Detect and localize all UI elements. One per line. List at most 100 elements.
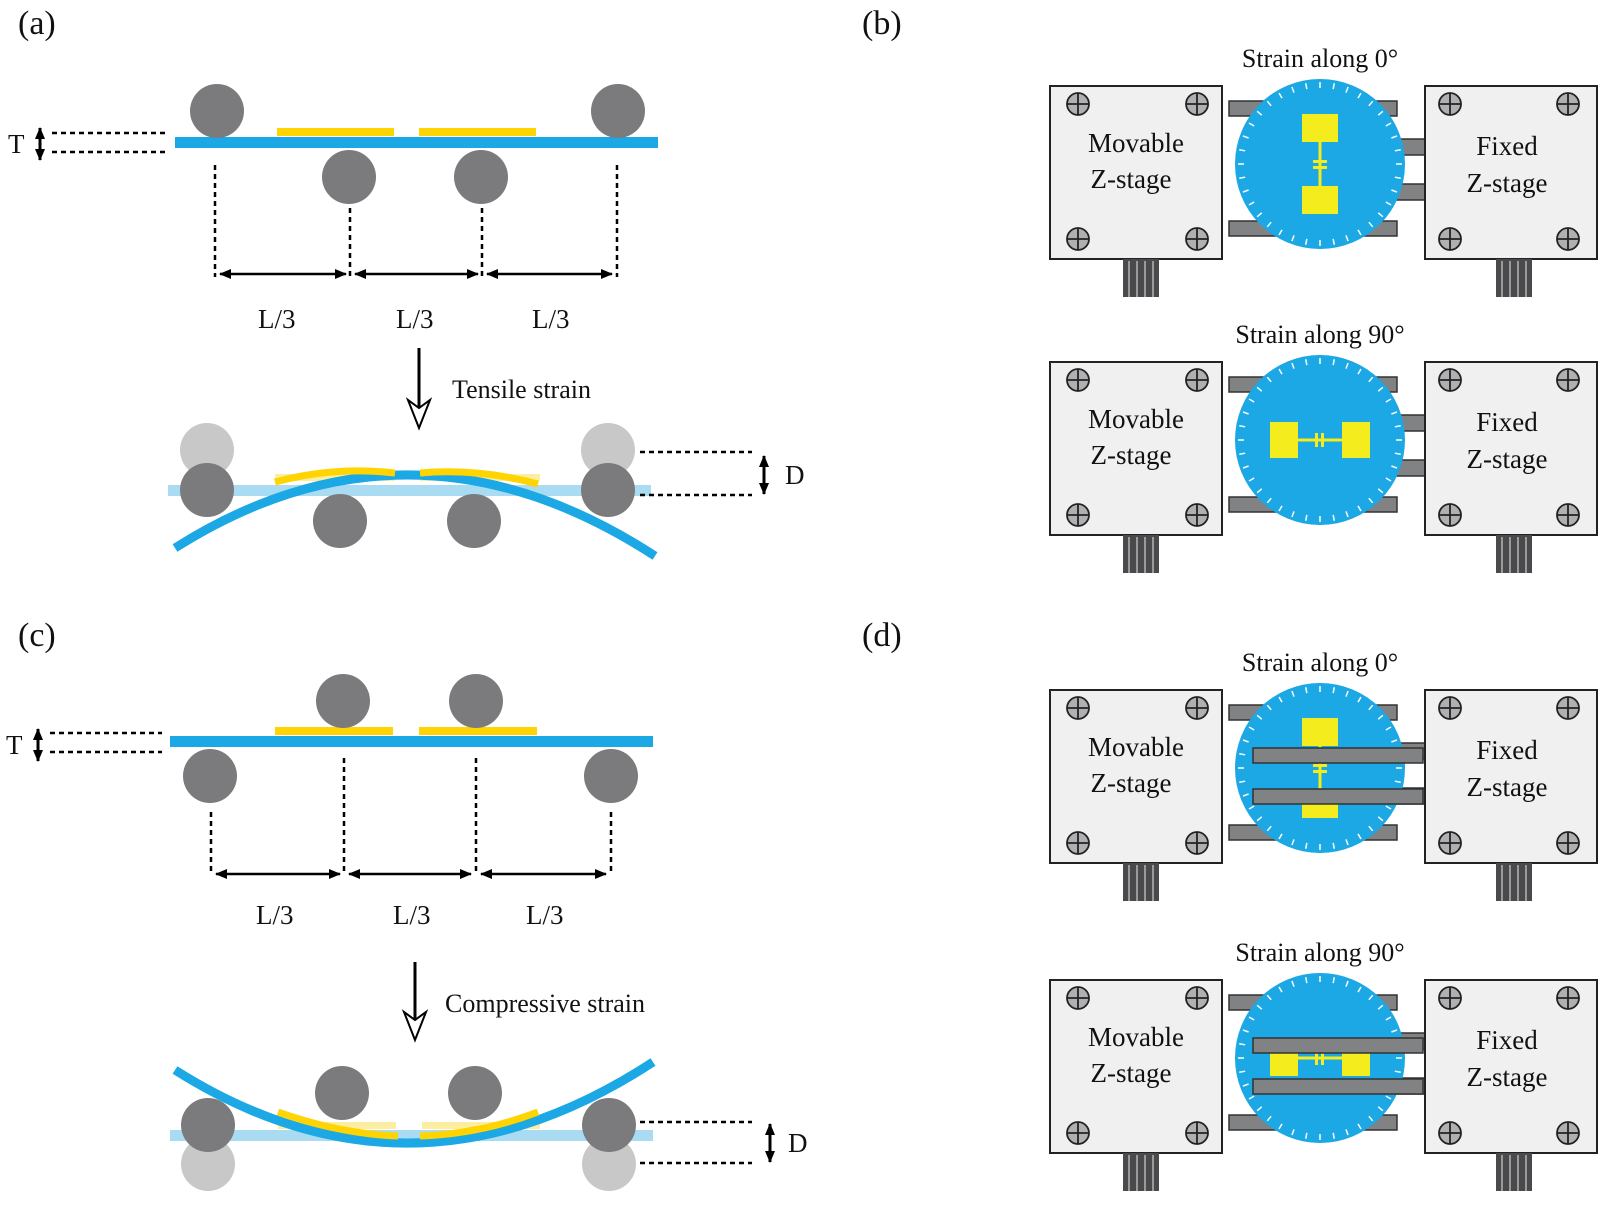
movable-label-line2-b-90deg: Z-stage xyxy=(1091,440,1172,470)
roller-bottom-right-a xyxy=(454,150,508,204)
screw-icon xyxy=(1438,1121,1462,1145)
substrate-c xyxy=(170,736,653,747)
screw-icon xyxy=(1185,696,1209,720)
fixed-label-line2-b-90deg: Z-stage xyxy=(1467,444,1548,474)
roller-top-right-bent-a xyxy=(581,463,635,517)
roller-bottom-left-c xyxy=(183,749,237,803)
movable-label-line1-b-90deg: Movable xyxy=(1088,404,1184,434)
roller-bottom-left-bent-a xyxy=(313,494,367,548)
roller-original-left-a xyxy=(180,423,234,477)
tensile-strain-label: Tensile strain xyxy=(452,375,591,404)
span-label-3-c: L/3 xyxy=(526,900,564,930)
panel-label-c: (c) xyxy=(18,617,56,654)
fixed-label-line2-b-0deg: Z-stage xyxy=(1467,168,1548,198)
film-bent-left-c xyxy=(276,1108,399,1140)
roller-top-left-a xyxy=(190,84,244,138)
movable-label-line1-b-0deg: Movable xyxy=(1088,128,1184,158)
roller-original-left-c xyxy=(181,1137,235,1191)
film-bent-left-a xyxy=(274,467,396,486)
adjust-knob-icon xyxy=(1122,862,1160,902)
substrate-bent-c xyxy=(172,1058,656,1148)
roller-top-right-bent-c xyxy=(448,1066,502,1120)
film-strip-right-a xyxy=(419,128,536,136)
adjust-knob-icon xyxy=(1495,862,1533,902)
screw-icon xyxy=(1066,1121,1090,1145)
clamp-bar-mid-upper-d-90deg xyxy=(1252,1037,1424,1054)
roller-top-left-bent-c xyxy=(315,1066,369,1120)
roller-top-left-bent-a xyxy=(180,463,234,517)
film-strip-right-c xyxy=(419,727,537,735)
roller-bottom-right-c xyxy=(584,749,638,803)
span-label-1-a: L/3 xyxy=(258,304,296,334)
panel-label-a: (a) xyxy=(18,5,56,42)
adjust-knob-icon xyxy=(1495,258,1533,298)
screw-icon xyxy=(1185,1121,1209,1145)
screw-icon xyxy=(1185,92,1209,116)
stage-setups: Strain along 0°MovableZ-stageFixedZ-stag… xyxy=(1049,44,1598,1192)
screw-icon xyxy=(1438,831,1462,855)
adjust-knob-icon xyxy=(1122,1152,1160,1192)
panel-label-b: (b) xyxy=(862,5,902,42)
screw-icon xyxy=(1185,831,1209,855)
roller-original-right-a xyxy=(581,423,635,477)
screw-icon xyxy=(1438,368,1462,392)
substrate-a xyxy=(175,137,658,148)
deflection-label-c: D xyxy=(788,1128,808,1158)
fixed-label-line1-d-90deg: Fixed xyxy=(1476,1025,1538,1055)
screw-icon xyxy=(1066,92,1090,116)
stage-title-d-0deg: Strain along 0° xyxy=(1242,648,1398,677)
roller-bottom-left-a xyxy=(322,150,376,204)
clamp-bar-mid-lower-d-0deg xyxy=(1252,788,1424,805)
roller-original-right-c xyxy=(582,1137,636,1191)
screw-icon xyxy=(1066,831,1090,855)
screw-icon xyxy=(1438,503,1462,527)
roller-bottom-right-bent-c xyxy=(582,1098,636,1152)
screw-icon xyxy=(1438,92,1462,116)
substrate-bent-a xyxy=(172,470,658,560)
film-bent-right-c xyxy=(419,1108,540,1140)
screw-icon xyxy=(1066,696,1090,720)
roller-bottom-left-bent-c xyxy=(181,1098,235,1152)
film-strip-left-c xyxy=(275,727,393,735)
screw-icon xyxy=(1556,368,1580,392)
substrate-original-c xyxy=(170,1130,653,1141)
compressive-strain-label: Compressive strain xyxy=(445,989,645,1018)
screw-icon xyxy=(1556,831,1580,855)
panel-a-transition: Tensile strain xyxy=(405,348,591,431)
movable-label-line1-d-90deg: Movable xyxy=(1088,1022,1184,1052)
thickness-label-a: T xyxy=(8,129,25,159)
fixed-label-line2-d-90deg: Z-stage xyxy=(1467,1062,1548,1092)
span-label-1-c: L/3 xyxy=(256,900,294,930)
film-bent-right-a xyxy=(419,468,539,488)
span-label-2-a: L/3 xyxy=(396,304,434,334)
screw-icon xyxy=(1438,696,1462,720)
screw-icon xyxy=(1066,503,1090,527)
span-label-2-c: L/3 xyxy=(393,900,431,930)
screw-icon xyxy=(1438,227,1462,251)
adjust-knob-icon xyxy=(1122,534,1160,574)
stage-title-d-90deg: Strain along 90° xyxy=(1235,938,1404,967)
device-pattern-b-90deg xyxy=(1270,422,1370,458)
screw-icon xyxy=(1185,503,1209,527)
screw-icon xyxy=(1556,986,1580,1010)
panel-a-flat-setup: T L/3 L/3 L/3 xyxy=(8,84,658,334)
thickness-label-c: T xyxy=(6,730,23,760)
movable-label-line2-d-0deg: Z-stage xyxy=(1091,768,1172,798)
roller-top-right-c xyxy=(449,674,503,728)
fixed-label-line1-b-90deg: Fixed xyxy=(1476,407,1538,437)
screw-icon xyxy=(1185,368,1209,392)
screw-icon xyxy=(1556,696,1580,720)
stage-setup-b-90deg: Strain along 90°MovableZ-stageFixedZ-sta… xyxy=(1049,320,1598,574)
fixed-label-line1-d-0deg: Fixed xyxy=(1476,735,1538,765)
stage-title-b-0deg: Strain along 0° xyxy=(1242,44,1398,73)
screw-icon xyxy=(1185,227,1209,251)
screw-icon xyxy=(1556,503,1580,527)
clamp-bar-mid-upper-d-0deg xyxy=(1252,747,1424,764)
screw-icon xyxy=(1556,227,1580,251)
screw-icon xyxy=(1066,368,1090,392)
panel-a-bent-setup: D xyxy=(168,423,805,560)
screw-icon xyxy=(1556,1121,1580,1145)
screw-icon xyxy=(1066,227,1090,251)
adjust-knob-icon xyxy=(1122,258,1160,298)
